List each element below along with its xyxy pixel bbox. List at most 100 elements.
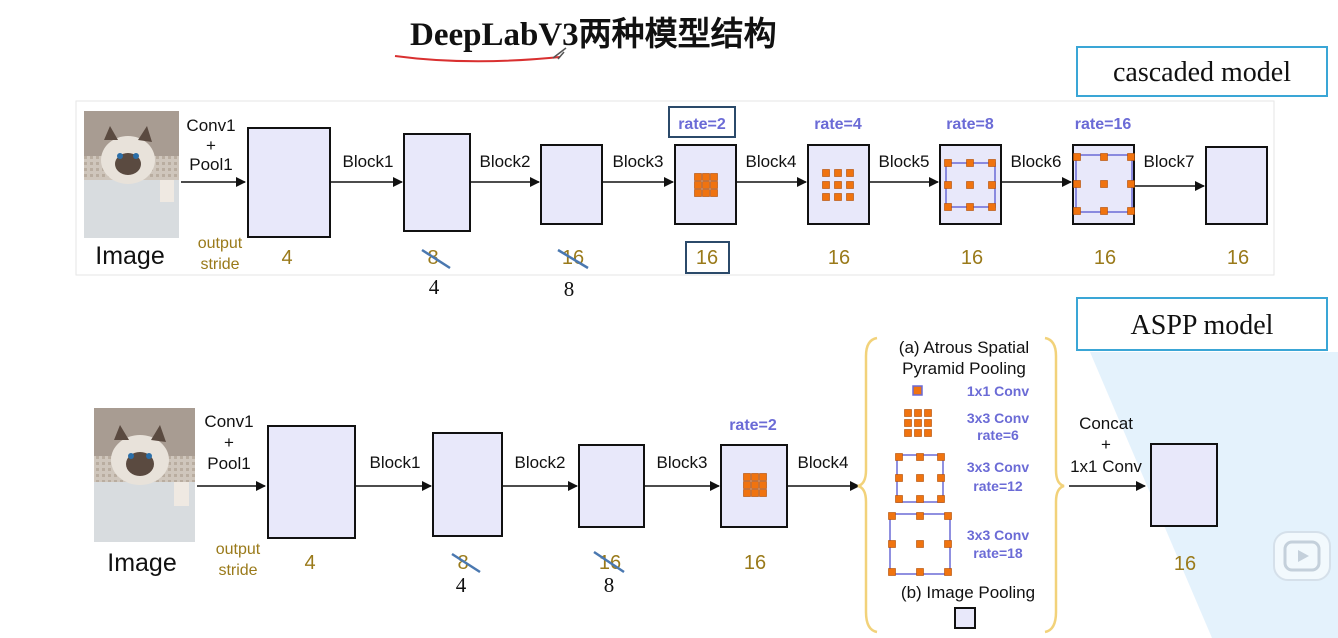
kernel-dot	[944, 203, 952, 211]
kernel-dot	[751, 481, 759, 489]
aspp-final-stride: 16	[1174, 553, 1196, 575]
aspp-kernel-rate2-dots	[743, 473, 767, 497]
concat-label-3: 1x1 Conv	[1070, 457, 1142, 476]
kernel-dot	[702, 181, 710, 189]
kernel-dot	[1127, 207, 1135, 215]
aspp-box-3	[578, 444, 645, 528]
kernel-dot	[759, 473, 767, 481]
cascaded-corrected-stride-2: 8	[564, 277, 575, 301]
kernel-rate8-dots	[944, 159, 996, 211]
cascaded-image-label: Image	[95, 242, 164, 270]
image-pooling-box	[954, 607, 976, 629]
cascaded-rate-2: rate=4	[814, 116, 862, 133]
cursor-icon	[552, 47, 567, 60]
kernel-dot	[846, 181, 854, 189]
cascaded-stride-label-1: output	[198, 235, 243, 252]
kernel-dot	[895, 474, 903, 482]
cat-image-1	[84, 111, 179, 238]
kernel-dot	[743, 481, 751, 489]
kernel-dot	[1100, 180, 1108, 188]
kernel-dot	[904, 419, 912, 427]
kernel-dot	[1127, 180, 1135, 188]
cascaded-stride-7: 16	[1094, 247, 1116, 269]
kernel-dot	[1100, 207, 1108, 215]
kernel-dot	[914, 429, 922, 437]
cascaded-block-label-3: Block3	[612, 152, 663, 171]
kernel-dot	[710, 189, 718, 197]
cascaded-strike-2	[557, 248, 589, 270]
cascaded-rate-4: rate=16	[1075, 116, 1132, 133]
kernel-dot	[846, 169, 854, 177]
kernel-dot	[888, 540, 896, 548]
kernel-dot	[895, 453, 903, 461]
aspp-stride-1: 4	[304, 552, 315, 574]
kernel-dot	[916, 568, 924, 576]
kernel-dot	[822, 181, 830, 189]
kernel-dot	[924, 429, 932, 437]
kernel-dot	[694, 189, 702, 197]
kernel-dot	[988, 159, 996, 167]
kernel-dot	[988, 181, 996, 189]
kernel-dot	[924, 419, 932, 427]
aspp-block-label-3: Block3	[656, 453, 707, 472]
cascaded-corrected-stride-1: 4	[429, 275, 440, 299]
aspp-stride-label-1: output	[216, 541, 261, 558]
aspp-output-box	[1150, 443, 1218, 527]
title-underline	[394, 55, 561, 63]
kernel-dot	[743, 489, 751, 497]
kernel-dot	[751, 489, 759, 497]
aspp-box-2	[432, 432, 503, 537]
cat-image-2	[94, 408, 195, 542]
kernel-dot	[1073, 180, 1081, 188]
kernel-dot	[751, 473, 759, 481]
aspp-right-brace	[1044, 336, 1065, 634]
kernel-dot	[710, 173, 718, 181]
kernel-dot	[1073, 153, 1081, 161]
rate2-highlight-box	[668, 106, 736, 138]
kernel-dot	[924, 409, 932, 417]
cascaded-box-2	[403, 133, 471, 232]
cascaded-strike-1	[421, 248, 451, 270]
aspp-model-label-box	[1076, 297, 1328, 351]
cascaded-block-label-6: Block6	[1010, 152, 1061, 171]
aspp-strike-1	[451, 552, 481, 574]
cascaded-box-1	[247, 127, 331, 238]
kernel-dot	[988, 203, 996, 211]
cascaded-block-label-7: Block7	[1143, 152, 1194, 171]
cascaded-stem-label-1: Conv1	[186, 116, 235, 135]
cascaded-model-label-box	[1076, 46, 1328, 97]
cascaded-stride-label-2: stride	[200, 256, 239, 273]
page-title: DeepLabV3两种模型结构	[410, 16, 777, 53]
kernel-dot	[1073, 207, 1081, 215]
kernel-dot	[895, 495, 903, 503]
kernel-dot	[834, 169, 842, 177]
video-player-icon[interactable]	[1273, 531, 1331, 581]
branch-1-label-1: 1x1 Conv	[967, 383, 1029, 399]
aspp-module-title-1: (a) Atrous Spatial	[899, 338, 1029, 357]
kernel-dot	[1100, 153, 1108, 161]
aspp-strike-2	[593, 550, 625, 574]
branch-1x1-dot	[912, 385, 923, 396]
kernel-dot	[944, 181, 952, 189]
kernel-dot	[916, 453, 924, 461]
kernel-rate16-dots	[1073, 153, 1135, 215]
kernel-rate4-dots	[822, 169, 854, 201]
kernel-dot	[944, 159, 952, 167]
kernel-dot	[759, 481, 767, 489]
cascaded-block-label-1: Block1	[342, 152, 393, 171]
kernel-dot	[937, 495, 945, 503]
kernel-dot	[914, 419, 922, 427]
cascaded-block-label-5: Block5	[878, 152, 929, 171]
kernel-dot	[966, 159, 974, 167]
aspp-rate: rate=2	[729, 417, 777, 434]
aspp-stride-label-2: stride	[218, 562, 257, 579]
cascaded-stride-6: 16	[961, 247, 983, 269]
kernel-dot	[944, 540, 952, 548]
aspp-image-label: Image	[107, 549, 176, 577]
stride16-highlight-box	[685, 241, 730, 274]
concat-label-2: +	[1101, 435, 1111, 454]
kernel-dot	[937, 453, 945, 461]
kernel-dot	[834, 181, 842, 189]
branch-4-label-2: rate=18	[973, 545, 1023, 561]
cascaded-stride-1: 4	[281, 247, 292, 269]
